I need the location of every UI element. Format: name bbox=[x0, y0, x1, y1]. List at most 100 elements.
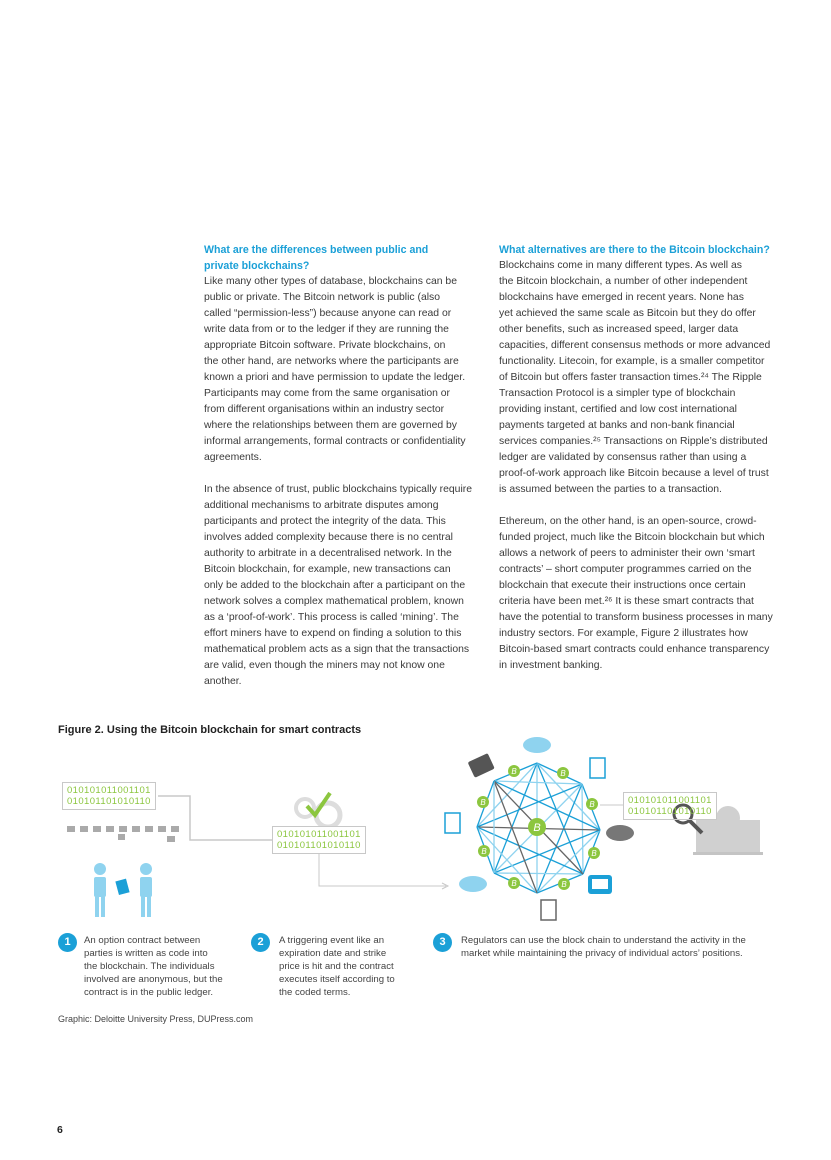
text-line: Blockchains come in many different types… bbox=[499, 260, 742, 271]
text-line: effort miners have to expend on finding … bbox=[204, 628, 462, 639]
step-line: Regulators can use the block chain to un… bbox=[461, 935, 746, 946]
person-leg bbox=[147, 895, 151, 917]
block-icon bbox=[171, 826, 179, 832]
person-icon bbox=[94, 877, 106, 897]
page-number: 6 bbox=[57, 1124, 63, 1136]
bitcoin-node-icon bbox=[557, 767, 569, 779]
block-icon bbox=[145, 826, 153, 832]
network-link bbox=[493, 762, 538, 874]
text-line: write data from or to the ledger if they… bbox=[204, 324, 449, 335]
network-link bbox=[476, 826, 538, 894]
bitcoin-node-icon bbox=[508, 765, 520, 777]
text-line: Bitcoin-based smart contracts could enha… bbox=[499, 644, 770, 655]
block-icon bbox=[158, 826, 166, 832]
text-line: only be added to the blockchain after a … bbox=[204, 580, 466, 591]
text-line: capacities, different consensus methods … bbox=[499, 340, 771, 351]
text-line: the other hand, are networks where the p… bbox=[204, 356, 459, 367]
heading-line: What alternatives are there to the Bitco… bbox=[499, 244, 770, 256]
paragraph: Like many other types of database, block… bbox=[204, 274, 494, 466]
text-line: Like many other types of database, block… bbox=[204, 276, 457, 287]
bitcoin-symbol: B bbox=[591, 849, 597, 858]
document-icon bbox=[444, 812, 461, 834]
text-line: from different organisations within an i… bbox=[204, 404, 445, 415]
step-line: the blockchain. The individuals bbox=[84, 961, 215, 972]
gear-icon bbox=[294, 797, 316, 819]
figure-title: Figure 2. Using the Bitcoin blockchain f… bbox=[58, 724, 362, 736]
block-icon bbox=[167, 836, 175, 842]
text-line: criteria have been met.²⁶ It is these sm… bbox=[499, 596, 754, 607]
step-1-badge: 1 bbox=[58, 933, 77, 952]
section-heading: What alternatives are there to the Bitco… bbox=[499, 242, 789, 258]
text-line: the Bitcoin blockchain, a number of othe… bbox=[499, 276, 748, 287]
text-line: agreements. bbox=[204, 452, 262, 463]
text-line: where the relationships between them are… bbox=[204, 420, 457, 431]
contract-document-icon bbox=[115, 878, 130, 896]
text-line: in investment banking. bbox=[499, 660, 603, 671]
text-line: other benefits, such as increased speed,… bbox=[499, 324, 739, 335]
network-link bbox=[536, 762, 601, 831]
text-line: Bitcoin blockchain, for example, new tra… bbox=[204, 564, 451, 575]
text-line: allows a network of peers to administer … bbox=[499, 548, 755, 559]
text-line: functionality. Litecoin, for example, is… bbox=[499, 356, 765, 367]
arrow-line bbox=[318, 852, 446, 887]
text-line: participants and protect the integrity o… bbox=[204, 516, 446, 527]
text-line: of Bitcoin but offers faster transaction… bbox=[499, 372, 762, 383]
text-line: Ethereum, on the other hand, is an open-… bbox=[499, 516, 757, 527]
block-icon bbox=[67, 826, 75, 832]
building-dome bbox=[716, 806, 740, 830]
magnifier-handle bbox=[688, 819, 704, 835]
bitcoin-symbol: B bbox=[511, 767, 517, 776]
arrow-head-icon bbox=[441, 882, 450, 890]
person-leg bbox=[141, 895, 145, 917]
block-icon bbox=[118, 834, 125, 840]
text-line: Participants may come from the same orga… bbox=[204, 388, 451, 399]
text-line: another. bbox=[204, 676, 242, 687]
signed-document-icon bbox=[540, 899, 557, 921]
graphic-credit: Graphic: Deloitte University Press, DUPr… bbox=[58, 1014, 254, 1024]
connector-line bbox=[158, 795, 272, 841]
text-line: proof-of-work approach like Bitcoin beca… bbox=[499, 468, 769, 479]
text-line: blockchain that execute their instructio… bbox=[499, 580, 746, 591]
text-line: yet achieved the same scale as Bitcoin b… bbox=[499, 308, 756, 319]
text-line: funded project, much like the Bitcoin bl… bbox=[499, 532, 765, 543]
step-line: An option contract between bbox=[84, 935, 201, 946]
text-line: called “permission-less”) because anyone… bbox=[204, 308, 452, 319]
person-icon bbox=[140, 877, 152, 897]
step-line: the coded terms. bbox=[279, 987, 351, 998]
step-line: A triggering event like an bbox=[279, 935, 385, 946]
block-icon bbox=[132, 826, 140, 832]
bitcoin-node-icon bbox=[478, 845, 490, 857]
text-line: payments targeted at banks and non-bank … bbox=[499, 420, 735, 431]
person-icon bbox=[140, 863, 152, 875]
text-line: authority to arbitrate in a decentralise… bbox=[204, 548, 452, 559]
step-3-badge: 3 bbox=[433, 933, 452, 952]
text-line: informal arrangements, formal contracts … bbox=[204, 436, 466, 447]
step-3-text: Regulators can use the block chain to un… bbox=[461, 934, 746, 960]
certificate-inner bbox=[592, 879, 608, 889]
paragraph: Blockchains come in many different types… bbox=[499, 258, 789, 498]
step-line: parties is written as code into bbox=[84, 948, 208, 959]
bitcoin-node-icon bbox=[477, 796, 489, 808]
bitcoin-node-icon bbox=[528, 818, 546, 836]
bitcoin-symbol: B bbox=[511, 879, 517, 888]
step-line: expiration date and strike bbox=[279, 948, 387, 959]
bitcoin-node-icon bbox=[558, 878, 570, 890]
network-link bbox=[493, 780, 601, 831]
bitcoin-symbol: B bbox=[560, 769, 566, 778]
bitcoin-symbol: B bbox=[589, 800, 595, 809]
text-line: industry sectors. For example, Figure 2 … bbox=[499, 628, 748, 639]
block-icon bbox=[119, 826, 127, 832]
network-link bbox=[536, 829, 601, 894]
step-2-text: A triggering event like an expiration dat… bbox=[279, 934, 395, 999]
text-line: blockchains have emerged in recent years… bbox=[499, 292, 744, 303]
paragraph: In the absence of trust, public blockcha… bbox=[204, 482, 494, 690]
handshake-icon bbox=[459, 876, 487, 892]
heading-line: What are the differences between public … bbox=[204, 244, 429, 256]
heading-line: private blockchains? bbox=[204, 260, 310, 272]
text-line: have the potential to transform business… bbox=[499, 612, 773, 623]
handshake-icon bbox=[523, 737, 551, 753]
